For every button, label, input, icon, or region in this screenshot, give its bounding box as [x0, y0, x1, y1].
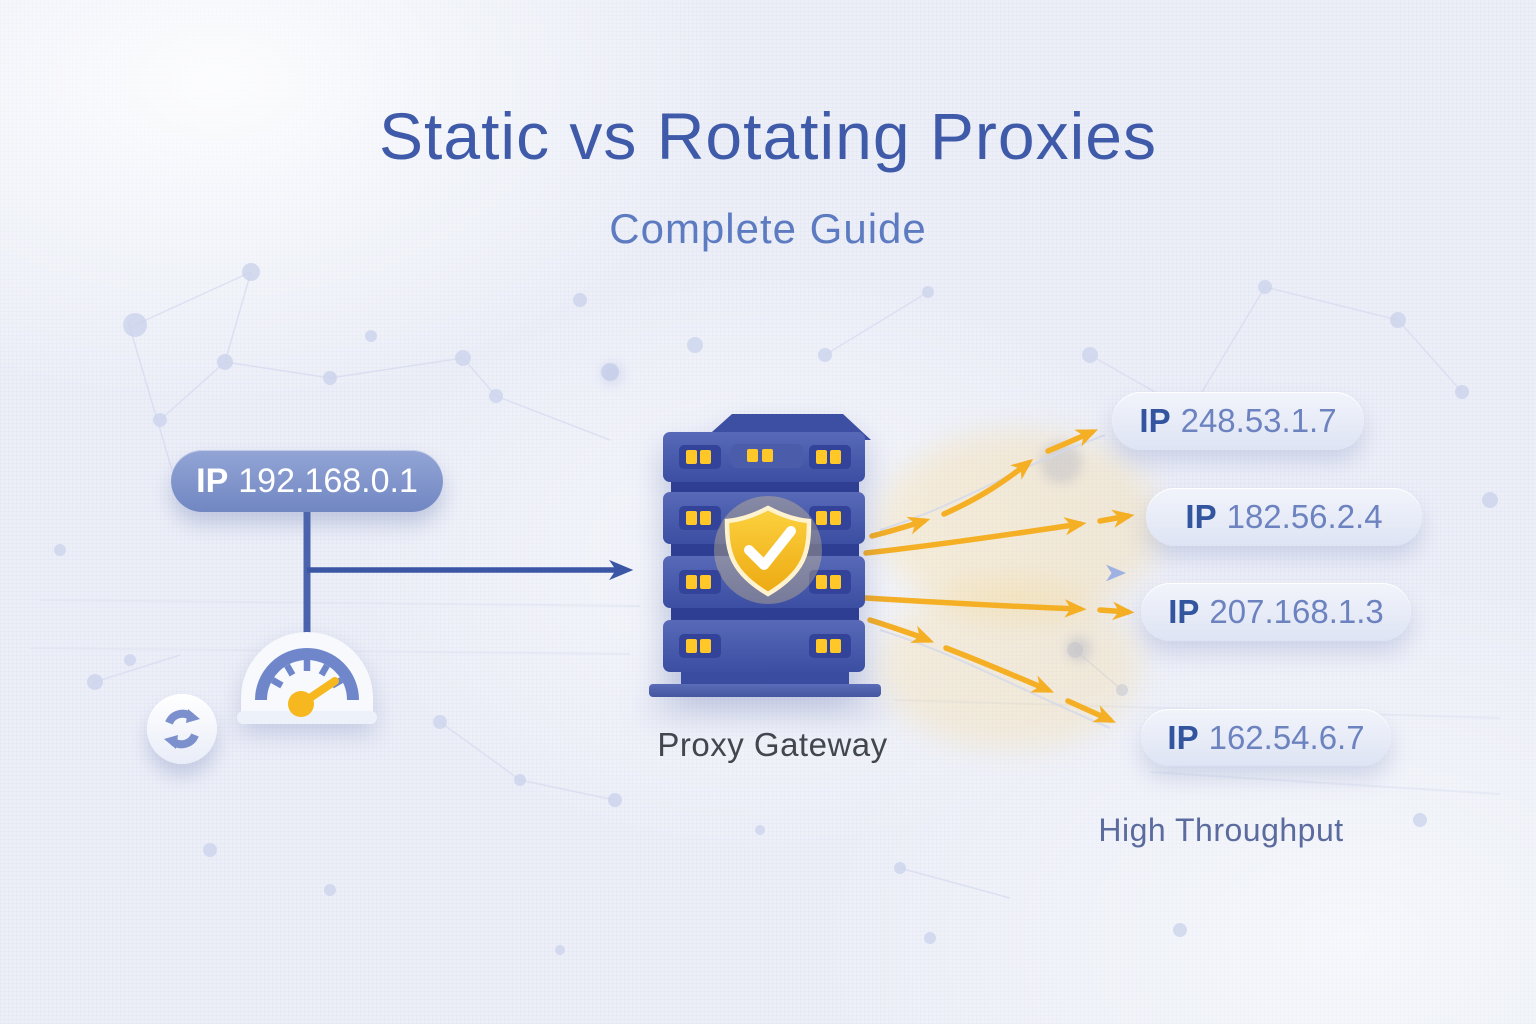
source-ip-pill: IP 192.168.0.1	[171, 450, 443, 512]
ip-label: IP	[1139, 402, 1171, 439]
ip-label: IP	[1185, 498, 1217, 535]
output-ip-pill: IP 248.53.1.7	[1112, 392, 1364, 450]
output-ip-pill: IP 162.54.6.7	[1141, 709, 1391, 766]
proxy-server-icon	[649, 414, 881, 697]
decor-blob	[600, 362, 624, 386]
rotate-icon	[164, 709, 200, 749]
page-title: Static vs Rotating Proxies	[379, 99, 1157, 173]
ip-value: 182.56.2.4	[1226, 498, 1383, 535]
ip-value: 192.168.0.1	[238, 461, 418, 500]
ip-value: 248.53.1.7	[1180, 402, 1337, 439]
ip-label: IP	[196, 461, 229, 500]
throughput-caption: High Throughput	[1098, 812, 1344, 848]
ip-value: 207.168.1.3	[1209, 593, 1384, 630]
ip-label: IP	[1168, 593, 1200, 630]
ip-label: IP	[1167, 718, 1199, 756]
speedometer-icon	[237, 632, 377, 724]
decor-blob	[1066, 636, 1092, 662]
gateway-caption: Proxy Gateway	[657, 726, 888, 763]
ip-value: 162.54.6.7	[1208, 718, 1365, 756]
page-subtitle: Complete Guide	[609, 205, 927, 252]
output-ip-pill: IP 207.168.1.3	[1141, 583, 1411, 641]
output-ip-pill: IP 182.56.2.4	[1146, 488, 1422, 546]
shield-check-icon	[714, 496, 822, 604]
rotate-icon-badge	[147, 694, 217, 764]
